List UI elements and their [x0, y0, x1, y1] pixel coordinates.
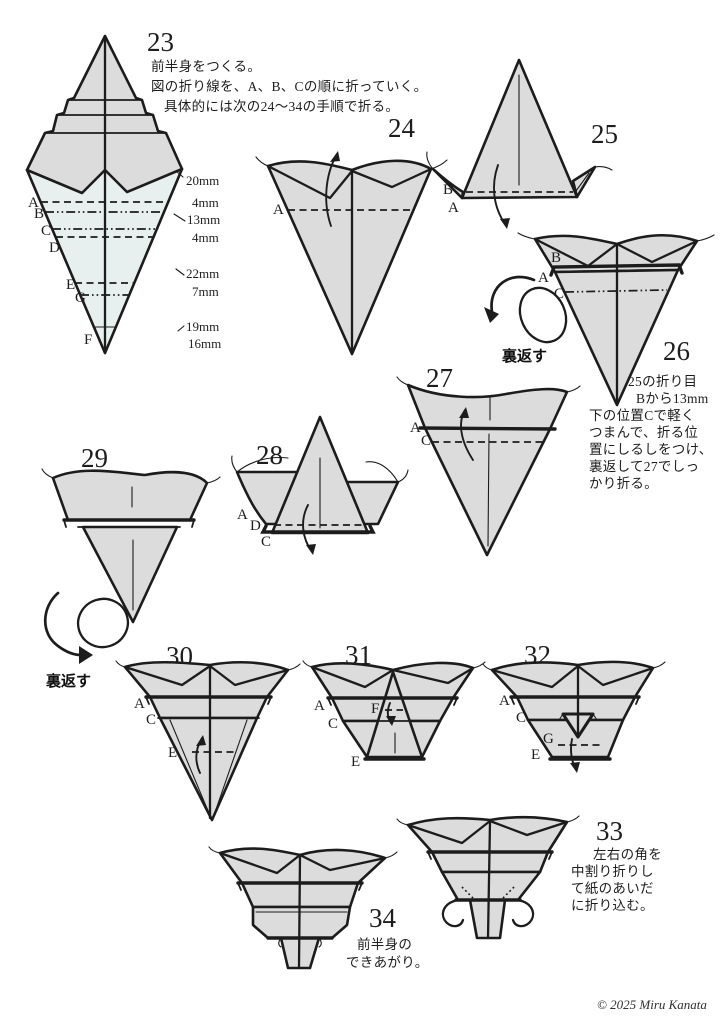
fold-point-label: A — [134, 696, 145, 712]
fold-point-label: C — [261, 534, 271, 550]
fold-point-label: A — [314, 698, 325, 714]
measurement-label: 13mm — [187, 212, 220, 227]
step-34-text-line: できあがり。 — [346, 955, 429, 970]
measurement-label: 19mm — [186, 319, 219, 334]
fold-point-label: C — [41, 223, 51, 239]
fold-point-label: E — [531, 747, 540, 763]
measurement-label: 7mm — [192, 284, 219, 299]
fold-point-label: E — [351, 754, 360, 770]
center-crease-line — [131, 486, 134, 611]
center-crease-line — [487, 397, 491, 547]
step-number-29: 29 — [81, 443, 108, 473]
step-31-diagram: A C F E — [302, 660, 486, 770]
step-number-26: 26 — [663, 336, 690, 366]
step-26-text-line: 裏返して27でしっ — [589, 459, 700, 474]
fold-point-label: C — [146, 712, 156, 728]
step-25-diagram: B A — [426, 58, 613, 229]
inside-reverse-arrow-left — [441, 898, 465, 928]
fold-point-label: A — [499, 693, 510, 709]
center-crease-line — [297, 853, 302, 970]
fold-point-label: G — [75, 290, 86, 306]
fold-point-label: B — [34, 206, 44, 222]
step-26-text-line: 置にしるしをつけ、 — [589, 442, 713, 457]
fold-point-label: D — [250, 518, 261, 534]
flip-over-label: 裏返す — [46, 673, 92, 690]
step-26-text-line: 下の位置Cで軽く — [589, 408, 695, 423]
copyright-notice: © 2025 Miru Kanata — [597, 997, 707, 1012]
step-34-diagram — [208, 846, 398, 970]
step-23-text-line: 具体的には次の24〜34の手順で折る。 — [164, 99, 400, 114]
flip-over-icon — [43, 591, 130, 664]
measurement-label: 4mm — [192, 230, 219, 245]
step-number-25: 25 — [591, 119, 618, 149]
step-number-27: 27 — [426, 363, 453, 393]
step-33-diagram — [396, 815, 580, 940]
step-34-text-line: 前半身の — [357, 937, 413, 952]
step-27-diagram: A C — [396, 376, 581, 557]
step-26-text-line: つまんで、折る位 — [589, 425, 699, 440]
step-number-33: 33 — [596, 816, 623, 846]
fold-point-label: D — [49, 240, 60, 256]
inside-reverse-arrow-right — [511, 898, 535, 928]
step-26-diagram: B A C — [517, 232, 715, 407]
step-33-text-line: て紙のあいだ — [571, 881, 654, 896]
measurement-label: 4mm — [192, 195, 219, 210]
center-crease-line — [486, 819, 492, 940]
step-26-text-line: Bから13mm — [636, 391, 709, 406]
step-26-text-line: 25の折り目 — [628, 374, 698, 389]
fold-point-label: C — [516, 710, 526, 726]
step-23-diagram: A B C D E G F 20mm 4mm 13mm 4mm 22mm 7mm… — [25, 34, 221, 355]
step-29-diagram — [41, 468, 221, 624]
measurement-label: 22mm — [186, 266, 219, 281]
step-number-34: 34 — [369, 903, 396, 933]
step-32-diagram: A C G E — [482, 660, 666, 773]
step-23-text-line: 前半身をつくる。 — [151, 59, 262, 74]
fold-point-label: G — [543, 731, 554, 747]
step-number-28: 28 — [256, 440, 283, 470]
fold-point-label: F — [84, 332, 92, 348]
step-number-24: 24 — [388, 113, 415, 143]
fold-point-label: A — [273, 202, 284, 218]
fold-line-A-crease — [418, 426, 557, 431]
step-26-text-line: かり折る。 — [589, 476, 658, 491]
fold-point-label: A — [237, 507, 248, 523]
fold-point-label: C — [421, 433, 431, 449]
flip-over-label: 裏返す — [502, 348, 548, 365]
step-23-text-line: 図の折り線を、A、B、Cの順に折っていく。 — [151, 79, 428, 94]
step-30-diagram: A C E — [115, 660, 301, 822]
step-33-text-line: に折り込む。 — [571, 898, 654, 913]
fold-point-label: B — [443, 182, 453, 198]
fold-point-label: A — [448, 200, 459, 216]
fold-point-label: C — [554, 286, 564, 302]
flip-over-icon — [484, 275, 568, 344]
fold-point-label: A — [538, 270, 549, 286]
fold-point-label: E — [66, 277, 75, 293]
fold-point-label: E — [168, 745, 177, 761]
step-28-diagram: A D C — [231, 415, 409, 555]
fold-point-label: C — [328, 716, 338, 732]
fold-point-label: A — [28, 195, 39, 211]
tuck-fold-lines — [461, 886, 515, 901]
fold-point-label: B — [551, 250, 561, 266]
fold-line-C-crease — [260, 524, 376, 534]
step-number-23: 23 — [147, 27, 174, 57]
fold-point-label: F — [371, 701, 379, 717]
measurement-label: 16mm — [188, 336, 221, 351]
fold-point-label: A — [410, 420, 421, 436]
step-33-text-line: 中割り折りし — [571, 864, 654, 879]
leader-lines — [173, 170, 186, 332]
measurement-label: 20mm — [186, 173, 219, 188]
step-33-text-line: 左右の角を — [593, 847, 662, 862]
